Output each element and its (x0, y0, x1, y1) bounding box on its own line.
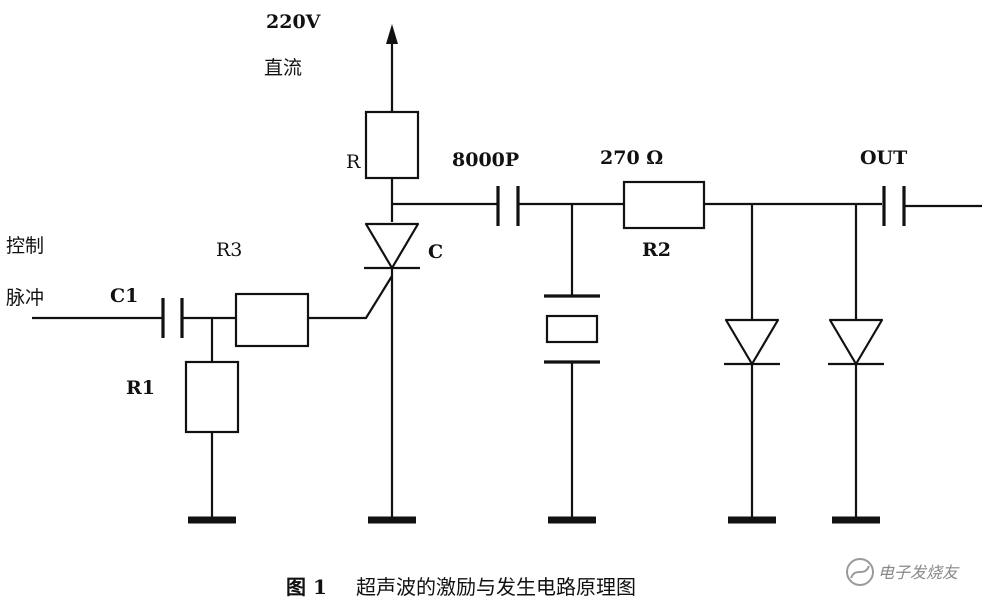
figure-caption: 超声波的激励与发生电路原理图 (356, 575, 636, 599)
gate-wire (308, 275, 393, 320)
label-resistor-r3: R3 (216, 239, 242, 261)
thyristor-symbol (364, 222, 420, 270)
label-control-line1: 控制 (6, 235, 44, 257)
label-supply-voltage: 220V (266, 11, 322, 33)
resistor-r3 (234, 292, 310, 348)
label-control-line2: 脉冲 (6, 287, 44, 309)
label-out: OUT (860, 147, 907, 169)
watermark-logo-icon (846, 558, 874, 586)
label-resistor-r2: R2 (642, 239, 671, 261)
supply-arrow-icon (386, 24, 398, 44)
resistor-r1 (184, 360, 240, 434)
resistor-r (364, 110, 420, 180)
thyristor-c (308, 222, 420, 520)
watermark: 电子发烧友 (846, 558, 960, 586)
watermark-wave-icon (850, 565, 870, 579)
label-supply-type: 直流 (264, 57, 302, 79)
label-capacitor-c1: C1 (110, 285, 138, 307)
control-branch (32, 292, 310, 524)
diode-1 (724, 204, 780, 524)
transducer-crystal (545, 314, 599, 344)
label-capacitor-8000p: 8000P (452, 149, 519, 171)
diode-2-symbol (828, 318, 884, 366)
figure-number: 图 1 (286, 575, 327, 599)
label-resistor-r: R (346, 151, 361, 173)
resistor-r2 (622, 180, 706, 230)
label-resistor-270: 270 Ω (600, 147, 663, 169)
supply-branch (364, 24, 420, 222)
transducer-branch (544, 204, 600, 524)
watermark-text: 电子发烧友 (878, 563, 960, 582)
label-thyristor-c: C (428, 241, 443, 263)
diode-2 (828, 204, 884, 524)
label-resistor-r1: R1 (126, 377, 155, 399)
diode-1-symbol (724, 318, 780, 366)
